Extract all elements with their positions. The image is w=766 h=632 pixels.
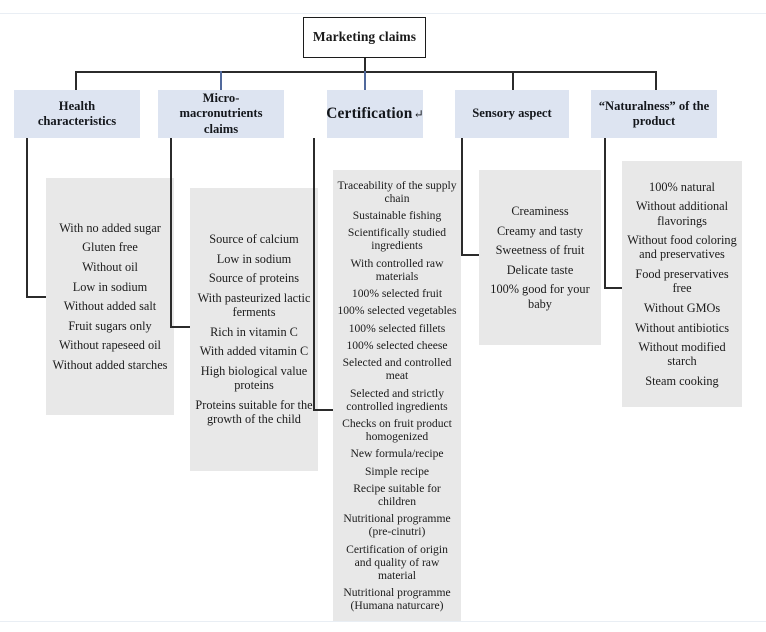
claim-item: Without added salt: [63, 299, 157, 314]
claim-item: Rich in vitamin C: [210, 324, 298, 339]
claim-item: Without food coloring and preservatives: [627, 233, 737, 262]
claim-item: With controlled raw materials: [350, 256, 444, 283]
claim-item: 100% selected fruit: [351, 287, 443, 301]
category-label: Health characteristics: [37, 98, 117, 128]
claim-item: Delicate taste: [506, 262, 574, 277]
root-node-label: Marketing claims: [312, 29, 417, 45]
claim-item: Simple recipe: [364, 464, 430, 478]
category-box-naturalness-of-the-product[interactable]: “Naturalness” of the product: [591, 90, 717, 138]
carriage-return-icon: ↵: [413, 106, 424, 121]
claim-panel-micro-macronutrients-claims: Source of calcium Low in sodium Source o…: [190, 188, 318, 471]
claim-panel-sensory-aspect: Creaminess Creamy and tasty Sweetness of…: [479, 170, 601, 345]
claim-item: Without rapeseed oil: [59, 338, 161, 353]
claim-item: Sweetness of fruit: [495, 243, 585, 258]
claim-panel-health-characteristics: With no added sugar Gluten free Without …: [46, 178, 174, 415]
claim-item: With pasteurized lactic ferments: [197, 290, 311, 320]
claim-item: Food preservatives free: [635, 267, 729, 296]
claim-item: Without added starches: [52, 357, 168, 372]
connector-drop-2: [220, 71, 222, 90]
connector-elbow-vertical-3: [313, 138, 315, 411]
claim-item: 100% selected vegetables: [337, 304, 457, 318]
claim-item: Creamy and tasty: [496, 223, 584, 238]
claim-item: Fruit sugars only: [68, 318, 152, 333]
claim-item: With added vitamin C: [199, 344, 309, 359]
connector-drop-3: [364, 71, 366, 90]
claim-item: Without modified starch: [638, 340, 726, 369]
connector-elbow-stub-4: [461, 254, 483, 256]
claim-item: Source of proteins: [208, 271, 300, 286]
claim-item: Selected and controlled meat: [342, 356, 452, 383]
claim-item: Traceability of the supply chain: [337, 178, 457, 205]
category-label: Sensory aspect: [472, 106, 552, 121]
claim-item: Low in sodium: [72, 279, 148, 294]
claim-item: Without oil: [82, 259, 138, 274]
claim-item: With no added sugar: [59, 220, 161, 235]
connector-elbow-vertical-2: [170, 138, 172, 328]
connector-elbow-stub-3: [313, 409, 335, 411]
connector-elbow-stub-1: [26, 296, 48, 298]
connector-elbow-vertical-5: [604, 138, 606, 289]
claim-item: Selected and strictly controlled ingredi…: [346, 386, 448, 413]
claim-item: 100% selected fillets: [348, 321, 446, 335]
connector-drop-4: [512, 71, 514, 90]
claim-item: Creaminess: [511, 204, 569, 218]
category-box-micro-macronutrients-claims[interactable]: Micro-macronutrients claims: [158, 90, 284, 138]
connector-elbow-stub-5: [604, 287, 626, 289]
claim-item: Source of calcium: [209, 232, 299, 247]
connector-horizontal-bus: [75, 71, 657, 73]
connector-elbow-stub-2: [170, 326, 192, 328]
claim-item: 100% natural: [649, 179, 715, 194]
claim-item: New formula/recipe: [350, 447, 444, 461]
claim-item: Low in sodium: [216, 251, 292, 266]
claim-item: Certification of origin and quality of r…: [346, 542, 448, 582]
claim-item: Nutritional programme (pre-cinutri): [343, 512, 451, 539]
claim-item: Without antibiotics: [634, 320, 730, 335]
claim-item: 100% selected cheese: [346, 338, 448, 352]
claim-panel-certification: Traceability of the supply chain Sustain…: [333, 170, 461, 621]
category-box-certification[interactable]: Certification↵: [326, 90, 424, 138]
connector-drop-1: [75, 71, 77, 90]
claim-item: Nutritional programme (Humana naturcare): [343, 586, 451, 613]
claim-item: Recipe suitable for children: [353, 481, 441, 508]
claim-item: Checks on fruit product homogenized: [342, 416, 452, 444]
claim-panel-naturalness-of-the-product: 100% natural Without additional flavorin…: [622, 161, 742, 407]
claim-item: Sustainable fishing: [352, 209, 442, 223]
category-box-sensory-aspect[interactable]: Sensory aspect: [455, 90, 569, 138]
connector-elbow-vertical-1: [26, 138, 28, 298]
claim-item: Steam cooking: [645, 374, 719, 389]
claim-item: Gluten free: [82, 240, 138, 255]
category-label: Certification: [326, 104, 413, 122]
claim-item: High biological value proteins: [200, 364, 308, 393]
page-rule-bottom: [0, 621, 766, 622]
root-node-marketing-claims[interactable]: Marketing claims: [303, 17, 426, 58]
claim-item: Without additional flavorings: [635, 199, 729, 228]
claim-item: Proteins suitable for the growth of the …: [195, 397, 313, 427]
claim-item: 100% good for your baby: [490, 282, 590, 311]
category-label: Micro-macronutrients claims: [179, 91, 263, 136]
claim-item: Scientifically studied ingredients: [347, 226, 447, 253]
claim-item: Without GMOs: [643, 300, 721, 315]
page-rule-top: [0, 13, 766, 14]
connector-elbow-vertical-4: [461, 138, 463, 256]
connector-drop-5: [655, 71, 657, 90]
category-label: “Naturalness” of the product: [598, 98, 710, 128]
connector-root-trunk: [364, 58, 366, 72]
category-box-health-characteristics[interactable]: Health characteristics: [14, 90, 140, 138]
